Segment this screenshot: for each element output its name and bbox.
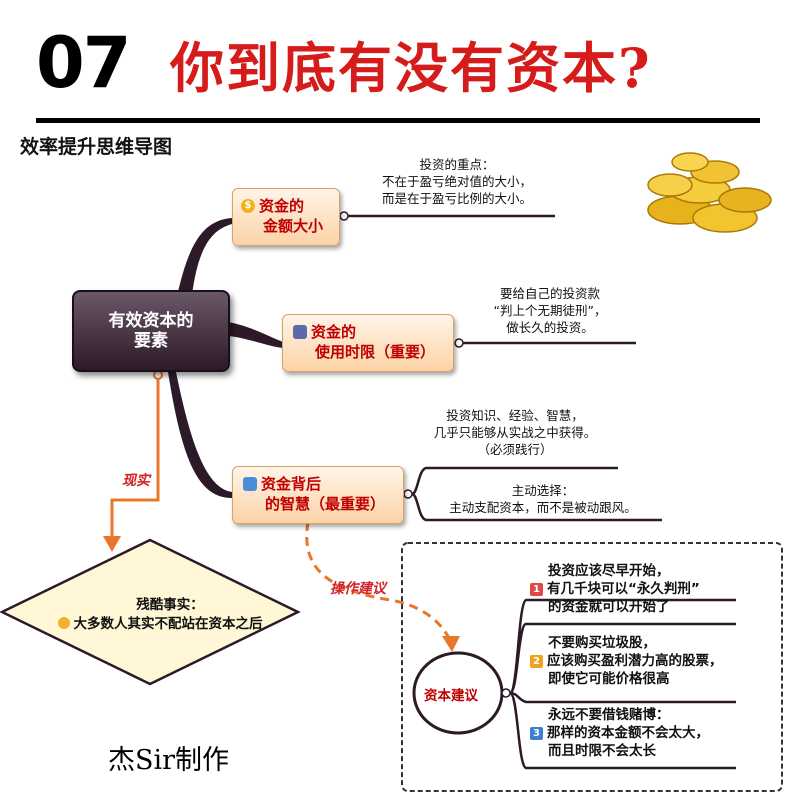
branch-1-label-line1: 资金的 — [259, 197, 305, 215]
reality-box: 残酷事实： 大多数人其实不配站在资本之后 — [40, 596, 280, 634]
branch-1-label-line2: 金额大小 — [263, 217, 324, 235]
branch-3-label-line1: 资金背后 — [261, 475, 322, 493]
branch-3-split — [411, 466, 662, 522]
branch-1-note: 投资的重点： 不在于盈亏绝对值的大小， 而是在于盈亏比例的大小。 — [372, 156, 542, 207]
reality-title: 残酷事实： — [136, 597, 204, 613]
advice-item-line: 那样的资本金额不会太大， — [547, 725, 709, 741]
reality-text-row: 大多数人其实不配站在资本之后 — [40, 615, 280, 634]
advice-path — [305, 521, 452, 641]
reality-diamond — [0, 538, 301, 686]
number-3-icon: 3 — [530, 726, 543, 740]
advice-item-line: 的资金就可以开始了 — [548, 599, 670, 615]
branch-2-note: 要给自己的投资款 “判上个无期徒刑”， 做长久的投资。 — [470, 285, 630, 336]
gold-coins-icon — [647, 152, 772, 233]
branch-1-note-line: 而是在于盈亏比例的大小。 — [381, 191, 532, 206]
title-number: 07 — [36, 22, 131, 104]
branch-dot-1 — [339, 211, 349, 221]
branch-connector-2 — [228, 322, 283, 348]
advice-arrow — [442, 636, 460, 652]
advice-item-line: 有几千块可以“永久判刑” — [547, 581, 700, 597]
number-1-icon: 1 — [530, 582, 543, 596]
page-title: 你到底有没有资本? — [170, 36, 652, 100]
warning-face-icon — [57, 617, 70, 629]
branch-2-note-line: 做长久的投资。 — [506, 320, 594, 335]
branch-node-duration[interactable]: 资金的 使用时限（重要） — [282, 314, 454, 372]
branch-1-note-line: 投资的重点： — [419, 157, 495, 172]
signature: 杰Sir制作 — [108, 745, 230, 776]
advice-item-line-row: 2 应该购买盈利潜力高的股票， — [530, 652, 723, 670]
title-divider — [36, 118, 760, 123]
advice-connector-label: 操作建议 — [330, 581, 386, 597]
branch-3-label-line2: 的智慧（最重要） — [265, 495, 386, 513]
branch-3-sub-note: 主动选择： 主动支配资本，而不是被动跟风。 — [428, 482, 658, 516]
dollar-icon: $ — [241, 198, 255, 213]
advice-item-line: 而且时限不会太长 — [548, 743, 656, 759]
advice-item-line-row: 1 有几千块可以“永久判刑” — [530, 580, 700, 598]
central-node-label: 有效资本的 要素 — [108, 311, 194, 351]
branch-2-note-line: “判上个无期徒刑”， — [493, 303, 607, 318]
branch-2-label-line1: 资金的 — [311, 323, 357, 341]
reality-start-dot — [153, 370, 163, 380]
advice-item-line: 永远不要借钱赌博： — [548, 707, 670, 723]
subtitle: 效率提升思维导图 — [20, 136, 173, 158]
reality-text: 大多数人其实不配站在资本之后 — [73, 616, 263, 632]
advice-hub-dot — [501, 688, 511, 698]
branch-2-note-line: 要给自己的投资款 — [499, 286, 600, 301]
branch-node-wisdom[interactable]: 资金背后 的智慧（最重要） — [232, 466, 404, 524]
branch-dot-3 — [403, 489, 413, 499]
branch-2-label-line2: 使用时限（重要） — [315, 343, 436, 361]
branch-1-note-line: 不在于盈亏绝对值的大小， — [381, 174, 532, 189]
people-icon — [243, 476, 257, 491]
advice-item-2: 不要购买垃圾股， 2 应该购买盈利潜力高的股票， 即使它可能价格很高 — [530, 634, 723, 688]
advice-item-line: 不要购买垃圾股， — [548, 635, 656, 651]
advice-bracket — [508, 598, 736, 770]
branch-node-amount[interactable]: $ 资金的 金额大小 — [232, 188, 340, 246]
branch-3-sub-note-line: 主动选择： — [511, 483, 575, 498]
number-2-icon: 2 — [530, 654, 543, 668]
branch-3-note: 投资知识、经验、智慧， 几乎只能够从实战之中获得。 （必须践行） — [420, 407, 610, 458]
branch-3-sub-note-line: 主动支配资本，而不是被动跟风。 — [449, 500, 637, 515]
reality-connector-label: 现实 — [122, 473, 150, 489]
central-node[interactable]: 有效资本的 要素 — [72, 290, 230, 372]
advice-item-line: 应该购买盈利潜力高的股票， — [547, 653, 723, 669]
advice-frame — [401, 542, 783, 792]
branch-connector-3 — [168, 372, 232, 498]
advice-item-3: 永远不要借钱赌博： 3 那样的资本金额不会太大， 而且时限不会太长 — [530, 706, 709, 760]
branch-3-note-line: （必须践行） — [477, 442, 553, 457]
advice-item-line: 即使它可能价格很高 — [548, 671, 670, 687]
advice-item-line-row: 3 那样的资本金额不会太大， — [530, 724, 709, 742]
reality-path — [110, 375, 160, 540]
advice-item-1: 投资应该尽早开始， 1 有几千块可以“永久判刑” 的资金就可以开始了 — [530, 562, 700, 616]
branch-3-note-line: 几乎只能够从实战之中获得。 — [433, 425, 597, 440]
advice-hub-label: 资本建议 — [424, 688, 478, 704]
bar-chart-icon — [293, 324, 307, 339]
reality-arrow — [103, 536, 121, 552]
branch-3-note-line: 投资知识、经验、智慧， — [446, 408, 584, 423]
advice-item-line: 投资应该尽早开始， — [548, 563, 670, 579]
branch-dot-2 — [454, 338, 464, 348]
branch-connector-1 — [178, 218, 232, 295]
